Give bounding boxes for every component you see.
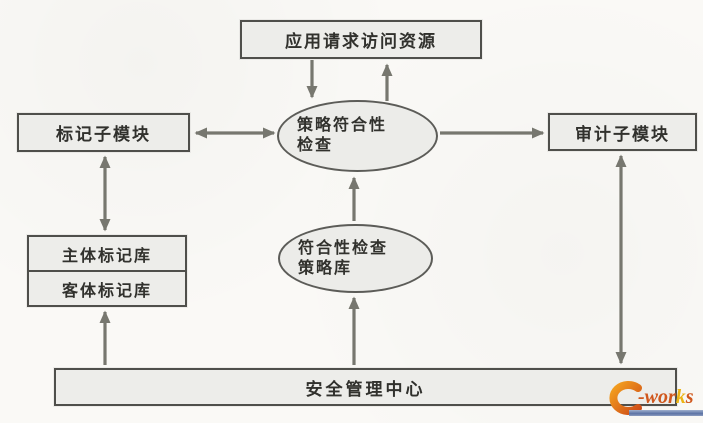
node-subject-mark-library: 主体标记库 xyxy=(29,237,185,270)
node-policy-check-line2: 检查 xyxy=(297,137,334,154)
node-app-request-label: 应用请求访问资源 xyxy=(285,32,437,51)
node-subject-mark-library-label: 主体标记库 xyxy=(61,247,152,265)
node-policy-compliance-check: 策略符合性 检查 xyxy=(277,100,438,172)
node-audit-submodule: 审计子模块 xyxy=(548,113,697,151)
node-security-management-center: 安全管理中心 xyxy=(54,368,677,406)
node-compliance-policy-library: 符合性检查 策略库 xyxy=(278,224,433,293)
node-compliance-policy-library-line1: 符合性检查 xyxy=(298,239,389,257)
node-security-management-center-label: 安全管理中心 xyxy=(305,379,426,399)
node-mark-libraries: 主体标记库 客体标记库 xyxy=(27,235,187,307)
node-object-mark-library: 客体标记库 xyxy=(29,270,185,305)
eworks-watermark: -works xyxy=(604,377,703,423)
node-app-request: 应用请求访问资源 xyxy=(240,20,482,59)
node-compliance-policy-library-line2: 策略库 xyxy=(298,259,353,277)
eworks-wordmark: -works xyxy=(638,386,694,409)
eworks-wordmark-k: k xyxy=(675,386,686,408)
node-audit-submodule-label: 审计子模块 xyxy=(575,124,670,144)
node-marking-submodule: 标记子模块 xyxy=(17,113,190,152)
node-object-mark-library-label: 客体标记库 xyxy=(61,282,152,300)
eworks-underline-bar xyxy=(629,410,703,416)
eworks-wordmark-wor: -wor xyxy=(638,386,676,408)
node-marking-submodule-label: 标记子模块 xyxy=(56,125,151,144)
node-policy-check-line1: 策略符合性 xyxy=(297,117,388,134)
eworks-wordmark-s: s xyxy=(685,386,694,408)
